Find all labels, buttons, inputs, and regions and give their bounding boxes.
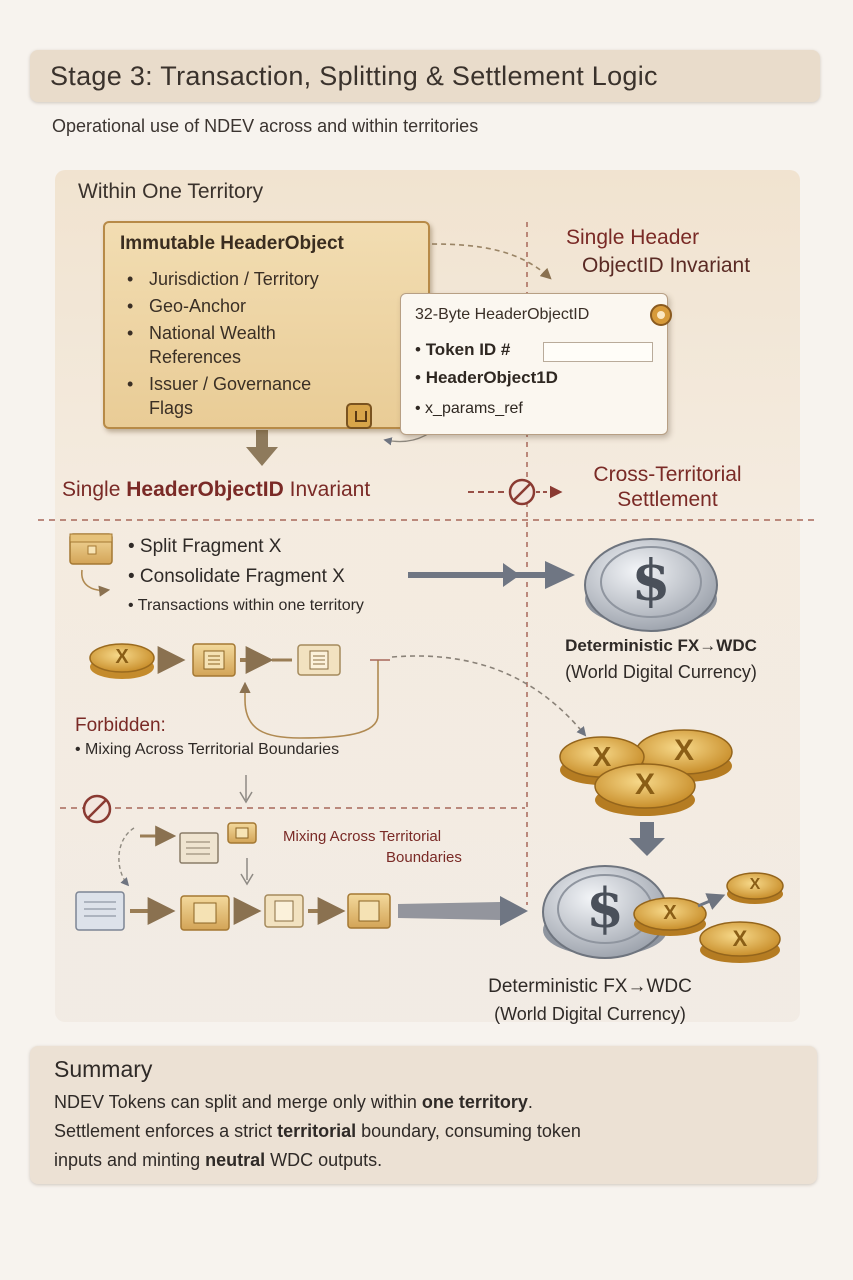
token-x-pile-1: X xyxy=(673,734,694,767)
summary-text: NDEV Tokens can split and merge only wit… xyxy=(54,1092,422,1112)
fragment-box-icon-chain-1 xyxy=(192,643,236,677)
summary-emphasis: neutral xyxy=(205,1150,266,1170)
dollar-coin-icon-top xyxy=(584,538,718,632)
header-object-item: Geo-Anchor xyxy=(127,294,427,318)
invariant-label: Single HeaderObjectID Invariant xyxy=(62,478,370,502)
summary-text: Settlement enforces a strict xyxy=(54,1121,278,1141)
page-subtitle: Operational use of NDEV across and withi… xyxy=(52,116,479,136)
fx-arrow-top xyxy=(408,561,575,589)
forbidden-title: Forbidden: xyxy=(75,715,166,736)
summary-text: inputs and minting xyxy=(54,1150,206,1170)
id-field-row: • x_params_ref xyxy=(415,400,523,417)
id-field-token: Token ID # xyxy=(425,340,511,359)
summary-emphasis: territorial xyxy=(277,1121,357,1141)
loop-back-arrow xyxy=(239,660,379,739)
section-title-within: Within One Territory xyxy=(78,180,264,203)
token-x-output-1: X xyxy=(663,902,677,924)
chain-to-coins-arrow xyxy=(391,655,587,737)
token-x-chain-start: X xyxy=(115,646,129,668)
document-icon-chain xyxy=(75,891,125,931)
cross-line-2: Settlement xyxy=(617,488,718,511)
fx-bottom-sub: (World Digital Currency) xyxy=(494,1004,686,1024)
dollar-sign-top: $ xyxy=(631,548,671,614)
token-coin-icon-chain-start xyxy=(89,643,155,679)
cross-territorial-label: Cross-Territorial Settlement xyxy=(560,462,775,512)
mixing-note: Mixing Across Territorial Boundaries xyxy=(283,826,462,868)
page-title-bar: Stage 3: Transaction, Splitting & Settle… xyxy=(30,50,820,102)
fx-top-sub: (World Digital Currency) xyxy=(565,662,757,682)
summary-line-2: Settlement enforces a strict territorial… xyxy=(54,1121,581,1142)
invariant-prefix: Single xyxy=(62,478,121,501)
single-header-label: Single Header ObjectID Invariant xyxy=(560,224,810,280)
forbidden-item: • Mixing Across Territorial Boundaries xyxy=(75,741,340,758)
token-x-pile-3: X xyxy=(634,768,655,801)
fx-top-label: Deterministic FX→WDC xyxy=(565,636,757,655)
header-object-title: Immutable HeaderObject xyxy=(120,233,344,254)
fx-caption-bottom: Deterministic FX→WDC (World Digital Curr… xyxy=(440,976,740,1025)
id-field-row: • Token ID # xyxy=(415,340,511,359)
summary-emphasis: one territory xyxy=(421,1092,528,1112)
location-pin-icon xyxy=(650,304,672,326)
fragment-box-icon-chain-5 xyxy=(347,893,391,929)
summary-text: WDC outputs. xyxy=(265,1150,383,1170)
fragment-transactions: • Transactions within one territory xyxy=(128,597,364,614)
header-object-item: Jurisdiction / Territory xyxy=(127,267,427,291)
mixing-note-line-1: Mixing Across Territorial xyxy=(283,828,442,845)
pile-down-arrow xyxy=(629,822,665,856)
invariant-suffix: Invariant xyxy=(289,478,371,501)
token-coin-outputs xyxy=(633,872,784,963)
stamp-icon xyxy=(346,403,372,429)
document-box-icon-mix xyxy=(179,832,219,864)
fragment-box-icon-chain-2 xyxy=(297,644,341,676)
single-header-line-2: ObjectID Invariant xyxy=(582,254,751,277)
id-field-row: • HeaderObject1D xyxy=(415,368,558,387)
header-id-card: 32-Byte HeaderObjectID • Token ID # • He… xyxy=(400,293,672,435)
fx-bottom-label: Deterministic FX→WDC xyxy=(488,976,692,997)
header-to-invariant-arrow xyxy=(431,243,552,280)
header-object-list: Jurisdiction / Territory Geo-Anchor Nati… xyxy=(127,267,427,423)
forbidden-icon-upper xyxy=(508,478,536,506)
token-x-pile-2: X xyxy=(592,741,612,772)
token-id-input[interactable] xyxy=(543,342,653,362)
fragment-box-icon-chain-4 xyxy=(264,894,304,928)
summary-text: boundary, consuming token xyxy=(356,1121,581,1141)
mixing-note-line-2: Boundaries xyxy=(386,849,462,866)
header-object-box: Immutable HeaderObject Jurisdiction / Te… xyxy=(103,221,430,429)
fragment-box-icon-mix xyxy=(227,822,257,844)
summary-title: Summary xyxy=(54,1056,153,1082)
token-coin-pile xyxy=(559,729,733,816)
fragment-curve-arrow xyxy=(81,569,111,597)
mixing-curve-arrow xyxy=(118,827,135,887)
header-object-item: National Wealth References xyxy=(127,321,307,369)
page-title: Stage 3: Transaction, Splitting & Settle… xyxy=(50,60,658,91)
invariant-bold: HeaderObjectID xyxy=(126,478,284,501)
dollar-sign-bottom: $ xyxy=(586,876,624,940)
token-x-output-2: X xyxy=(732,926,748,951)
header-down-arrow xyxy=(246,430,278,466)
id-field-header: HeaderObject1D xyxy=(425,368,558,387)
token-x-output-3: X xyxy=(749,876,761,893)
id-field-params: x_params_ref xyxy=(425,400,523,417)
header-id-title: 32-Byte HeaderObjectID xyxy=(415,306,590,323)
fragment-consolidate: • Consolidate Fragment X xyxy=(128,566,345,587)
forbidden-icon-lower xyxy=(82,794,112,824)
fx-arrow-bottom xyxy=(398,896,528,926)
cross-line-1: Cross-Territorial xyxy=(593,463,742,486)
summary-panel: Summary NDEV Tokens can split and merge … xyxy=(30,1046,817,1184)
fx-caption-top: Deterministic FX→WDC (World Digital Curr… xyxy=(530,636,792,683)
summary-line-1: NDEV Tokens can split and merge only wit… xyxy=(54,1092,533,1113)
fragment-box-icon-chain-3 xyxy=(180,895,230,931)
fragment-split: • Split Fragment X xyxy=(128,536,282,557)
header-object-item: Issuer / Governance Flags xyxy=(127,372,347,420)
single-header-line-1: Single Header xyxy=(566,226,700,249)
summary-text: . xyxy=(527,1092,533,1112)
summary-line-3: inputs and minting neutral WDC outputs. xyxy=(54,1150,382,1171)
fragment-box-icon-top xyxy=(69,533,113,565)
